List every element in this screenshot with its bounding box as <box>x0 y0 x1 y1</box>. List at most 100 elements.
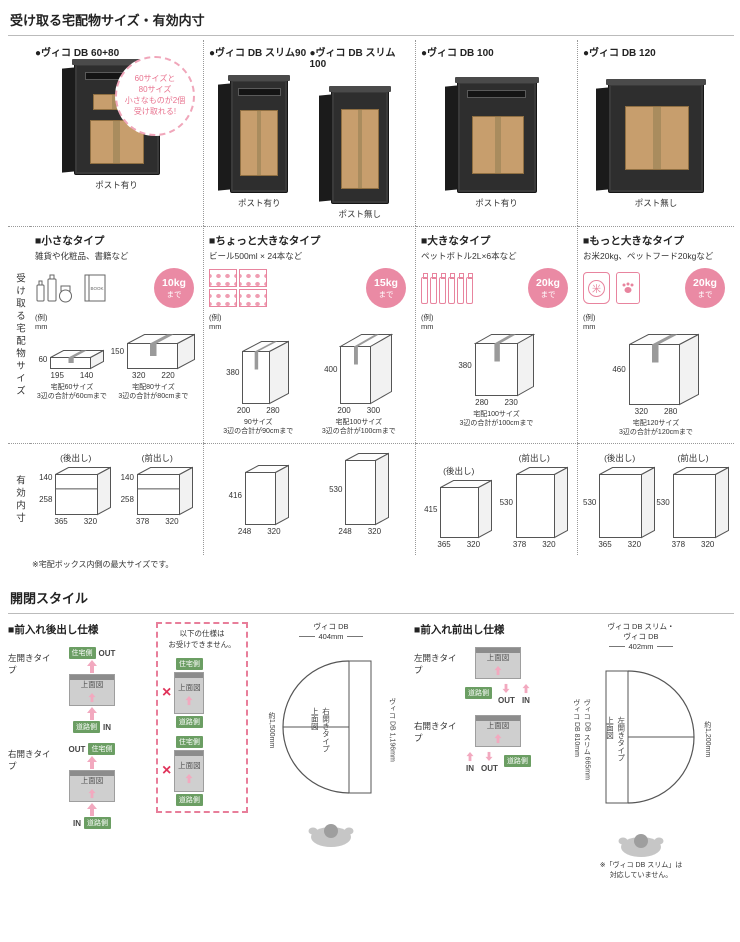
cabinet-lid <box>606 79 706 85</box>
capacity-badge: 60サイズと 80サイズ 小さなものが2個 受け取れる! <box>115 56 195 136</box>
product-name-slim90: ●ヴィコ DB スリム90 <box>209 48 307 59</box>
up-arrow-icon <box>87 756 97 770</box>
parcel-tall <box>240 110 279 176</box>
road-side-tag: 道路側 <box>503 755 531 768</box>
up-arrow-icon <box>494 666 502 676</box>
clearance-label: 約1,500mm <box>268 711 275 748</box>
front-swing-diagram: ヴィコ DB スリム・ ヴィコ DB 402mm ヴィコ DB スリム 665m… <box>548 622 734 880</box>
up-arrow-icon <box>522 684 530 694</box>
up-arrow-icon <box>88 789 96 799</box>
product-photo-slim90 <box>218 75 291 193</box>
up-arrow-icon <box>185 773 193 783</box>
top-view-box: 上面図 <box>69 770 115 803</box>
mail-slot <box>237 88 281 96</box>
top-view-box: 上面図 <box>475 647 521 680</box>
front-out-spec: ■前入れ前出し仕様 左開きタイプ 上面図 道路側 OUT IN 右開きタイプ 上… <box>414 622 540 880</box>
example-unit-label: (例)mm <box>35 313 48 331</box>
house-side-tag: 住宅側 <box>175 735 203 748</box>
front-right-open: 右開きタイプ 上面図 IN OUT 道路側 <box>414 715 540 773</box>
product-slim100: ●ヴィコ DB スリム100 ポスト無し <box>310 44 411 220</box>
door-swing-shape <box>282 660 372 794</box>
slim-not-supported-note: ※「ヴィコ DB スリム」は 対応していません。 <box>599 861 683 879</box>
product-photo-slim100 <box>318 86 391 204</box>
down-arrow-icon <box>486 752 493 761</box>
top-view-box: 上面図 <box>69 674 115 707</box>
road-side-tag: 道路側 <box>84 817 111 830</box>
door-swing-shape <box>605 670 695 804</box>
type-title: ■ちょっと大きなタイプ <box>209 235 321 247</box>
down-arrow-icon <box>503 684 510 693</box>
height-label: ヴィコ DB スリム 665mm ヴィコ DB 810mm <box>572 698 591 780</box>
type-title: ■もっと大きなタイプ <box>583 235 684 247</box>
ng-example-2: × 住宅側 上面図 道路側 <box>162 735 242 806</box>
house-side-tag: 住宅側 <box>175 657 203 670</box>
post-caption: ポスト無し <box>634 198 678 208</box>
top-view-box: 上面図 <box>174 671 205 714</box>
house-side-tag: 住宅側 <box>68 647 96 660</box>
up-arrow-icon <box>88 693 96 703</box>
fan-width-label: ヴィコ DB <box>313 622 349 632</box>
example-unit-label: (例)mm <box>583 313 596 331</box>
road-side-tag: 道路側 <box>73 721 100 734</box>
paw-icon <box>622 282 634 293</box>
post-caption: ポスト無し <box>338 209 381 219</box>
person-top-view-icon <box>308 824 354 848</box>
road-side-tag: 道路側 <box>175 715 203 728</box>
open-door <box>318 94 332 202</box>
product-slim: ●ヴィコ DB スリム90 ポスト有り ●ヴィコ DB スリム100 <box>204 40 416 226</box>
side-label-sizes: 受け取る宅配物サイズ <box>8 226 30 443</box>
road-side-tag: 道路側 <box>175 793 203 806</box>
svg-text:BOOK: BOOK <box>90 286 103 291</box>
product-db100: ●ヴィコ DB 100 ポスト有り <box>416 40 578 226</box>
product-db120: ●ヴィコ DB 120 ポスト無し <box>578 40 734 226</box>
post-caption: ポスト有り <box>475 198 518 208</box>
open-door <box>218 83 232 191</box>
mail-slot <box>466 90 527 98</box>
product-db6080: ●ヴィコ DB 60+80 60サイズと 80サイズ 小さなものが2個 受け取れ… <box>30 40 204 226</box>
beer-case-icon <box>209 269 267 307</box>
pet-food-icon <box>616 272 640 304</box>
person-top-view-icon <box>618 833 664 857</box>
product-slim90: ●ヴィコ DB スリム90 ポスト有り <box>209 44 310 220</box>
parcel-tall <box>340 109 379 189</box>
parcel <box>471 116 524 174</box>
section-receivable-sizes: 受け取る宅配物サイズ・有効内寸 ●ヴィコ DB 60+80 60サイズと 80サ… <box>8 8 734 570</box>
cabinet-lid <box>71 59 162 65</box>
up-arrow-icon <box>87 660 97 674</box>
top-view-box: 上面図 <box>475 715 521 748</box>
rice-bag-icon: 米 <box>583 272 610 304</box>
not-acceptable-box: 以下の仕様は お受けできません。 × 住宅側 上面図 道路側 × 住宅側 上面図… <box>156 622 248 813</box>
fan-center-label: 左開きタイプ 上面図 <box>605 716 626 762</box>
max-size-footnote: ※宅配ボックス内側の最大サイズです。 <box>32 560 174 570</box>
product-name-db100: ●ヴィコ DB 100 <box>421 48 494 59</box>
ng-example-1: × 住宅側 上面図 道路側 <box>162 657 242 728</box>
clearance-label: 約1,200mm <box>703 721 711 758</box>
type-title: ■大きなタイプ <box>421 235 491 247</box>
up-arrow-icon <box>87 803 97 817</box>
x-mark-icon: × <box>162 683 172 701</box>
product-photo-db100 <box>444 77 539 193</box>
section1-title: 受け取る宅配物サイズ・有効内寸 <box>8 8 734 36</box>
post-caption: ポスト有り <box>237 198 281 208</box>
product-name-db6080: ●ヴィコ DB 60+80 <box>35 48 120 59</box>
